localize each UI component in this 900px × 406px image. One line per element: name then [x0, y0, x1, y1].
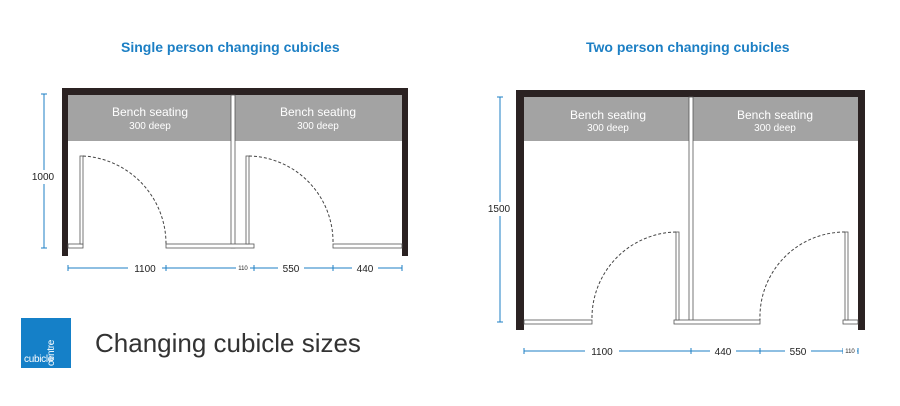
width-dimension: 550	[283, 264, 300, 275]
width-dimension: 1100	[134, 264, 156, 275]
logo-text: centre	[46, 340, 57, 366]
front-panel	[523, 319, 593, 325]
left-wall	[62, 88, 68, 256]
logo-text: cubicle	[24, 354, 54, 365]
door	[79, 155, 84, 245]
dimension-label-bg	[30, 170, 56, 184]
width-dimension: 440	[357, 264, 374, 275]
bench-left	[68, 95, 231, 141]
bench-depth: 300 deep	[754, 123, 796, 134]
dimension-label-bg	[585, 345, 619, 357]
width-dimension: 110	[845, 349, 855, 355]
door-swing	[82, 155, 167, 245]
partition	[230, 94, 236, 249]
cubicle-centre-logo: cubicle centre	[21, 318, 71, 368]
width-dimension: 550	[790, 347, 807, 358]
bench-left	[524, 97, 689, 141]
single-cubicle-diagram: Bench seating 300 deep Bench seating 300…	[30, 88, 408, 275]
left-wall	[516, 90, 524, 330]
width-dimension: 1100	[591, 347, 613, 358]
dimension-label-bg	[486, 202, 512, 216]
double-cubicle-title: Two person changing cubicles	[586, 39, 790, 55]
door	[675, 231, 680, 321]
bench-label: Bench seating	[737, 108, 813, 122]
front-panel	[67, 243, 84, 249]
height-dimension: 1000	[32, 172, 55, 183]
front-panel	[332, 243, 403, 249]
single-cubicle-title: Single person changing cubicles	[121, 39, 340, 55]
bench-right	[693, 97, 858, 141]
right-wall	[858, 90, 865, 330]
right-wall	[402, 88, 408, 256]
door-swing	[591, 231, 677, 321]
partition	[688, 96, 694, 324]
bench-right	[235, 95, 402, 141]
bench-label: Bench seating	[280, 105, 356, 119]
top-wall	[62, 88, 408, 95]
door-swing	[759, 231, 846, 321]
front-panel	[165, 243, 255, 249]
dimension-label-bg	[352, 262, 378, 274]
door-swing	[248, 155, 334, 245]
bench-label: Bench seating	[112, 105, 188, 119]
double-cubicle-diagram: Bench seating 300 deep Bench seating 300…	[486, 90, 865, 358]
height-dimension: 1500	[488, 204, 511, 215]
bench-depth: 300 deep	[587, 123, 629, 134]
dimension-label-bg	[128, 262, 162, 274]
top-wall	[516, 90, 865, 97]
door	[844, 231, 849, 321]
width-dimension: 110	[238, 266, 248, 272]
dimension-label-bg	[278, 262, 304, 274]
bench-depth: 300 deep	[129, 121, 171, 132]
bench-label: Bench seating	[570, 108, 646, 122]
front-panel	[842, 319, 859, 325]
dimension-label-bg	[843, 347, 857, 355]
door	[245, 155, 250, 245]
page-heading: Changing cubicle sizes	[95, 328, 361, 358]
dimension-label-bg	[785, 345, 811, 357]
dimension-label-bg	[236, 264, 250, 272]
dimension-label-bg	[710, 345, 736, 357]
bench-depth: 300 deep	[297, 121, 339, 132]
width-dimension: 440	[715, 347, 732, 358]
front-panel	[673, 319, 761, 325]
